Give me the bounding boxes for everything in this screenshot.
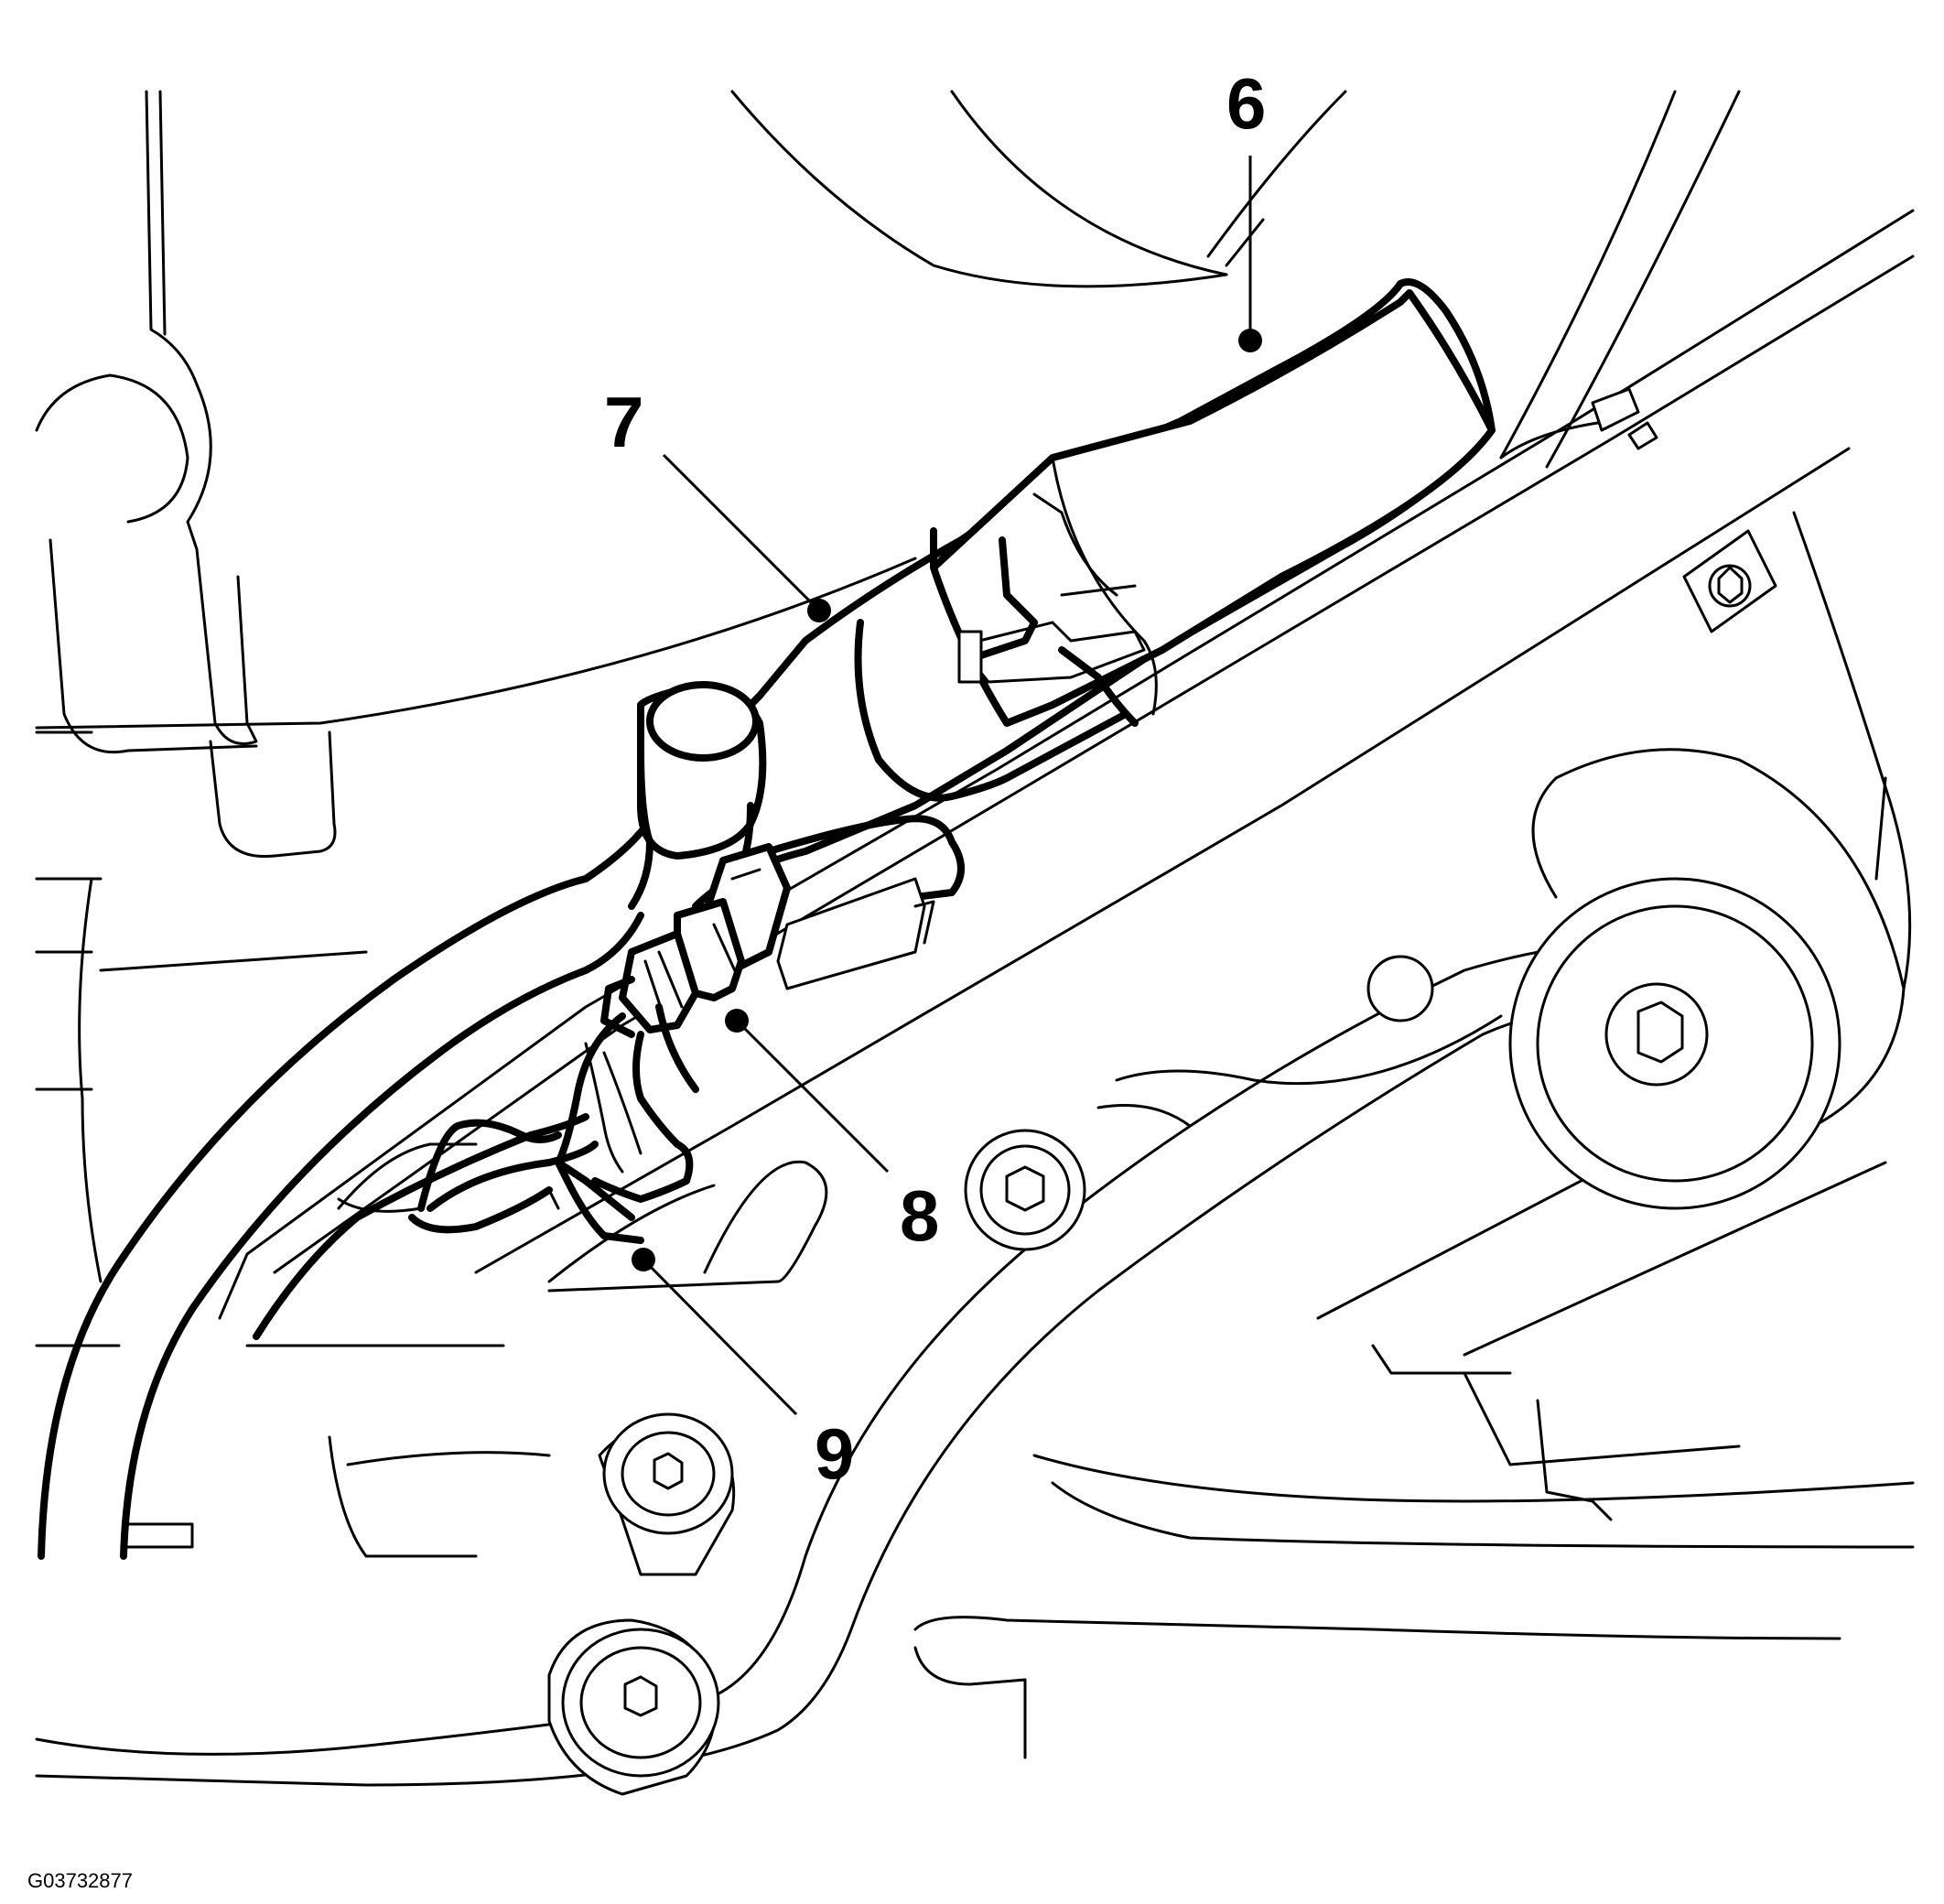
leader-dot-6 xyxy=(1238,329,1262,352)
component-8-connector xyxy=(600,843,791,1038)
callout-9: 9 xyxy=(815,1413,854,1494)
callout-6: 6 xyxy=(1226,63,1266,144)
slot-opening xyxy=(328,1142,828,1558)
leader-dot-9 xyxy=(632,1248,655,1271)
leader-dot-7 xyxy=(807,599,831,622)
figure-code: G03732877 xyxy=(27,1869,133,1892)
bolt-head xyxy=(1005,1165,1045,1212)
component-9-wire-bundle xyxy=(337,1003,699,1244)
callout-8: 8 xyxy=(900,1175,939,1256)
frame-rail xyxy=(218,209,1915,1320)
leader-9 xyxy=(642,1258,798,1416)
component-6-housing xyxy=(930,289,1496,727)
component-7-hose xyxy=(628,619,1129,990)
leader-lines xyxy=(632,156,1262,1416)
leader-dot-8 xyxy=(725,1009,749,1033)
arm-bushing xyxy=(1508,748,1906,1210)
leader-7 xyxy=(662,453,821,612)
left-panel-lines xyxy=(35,730,505,1549)
callout-7: 7 xyxy=(604,382,643,462)
leader-8 xyxy=(735,1019,890,1174)
fasteners xyxy=(547,955,1434,1796)
upper-housing xyxy=(35,90,1741,859)
round-plug xyxy=(1366,955,1434,1022)
